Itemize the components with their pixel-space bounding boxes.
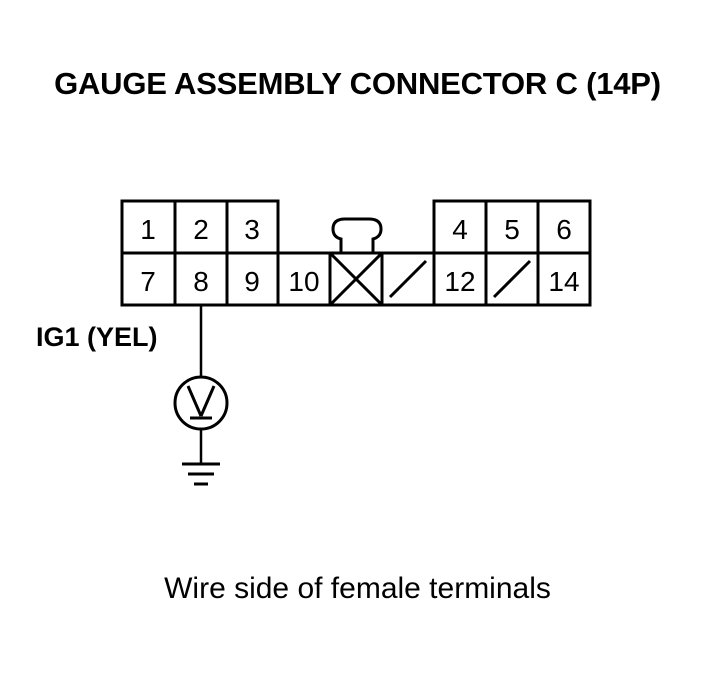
ground-icon	[182, 462, 220, 486]
terminal-14-label: 14	[548, 266, 579, 297]
connector-body	[120, 199, 592, 307]
diagram-title: GAUGE ASSEMBLY CONNECTOR C (14P)	[54, 66, 661, 101]
wire-label: IG1 (YEL)	[36, 322, 158, 352]
terminal-10-label: 10	[288, 266, 319, 297]
terminal-3-label: 3	[244, 214, 260, 245]
terminal-2-label: 2	[193, 214, 209, 245]
terminal-1-label: 1	[140, 214, 156, 245]
terminal-4-label: 4	[452, 214, 468, 245]
terminal-6-label: 6	[556, 214, 572, 245]
diagram-caption: Wire side of female terminals	[164, 572, 551, 605]
unused-cavity-slash-mark	[492, 259, 532, 299]
bottom-row-block	[120, 251, 592, 307]
terminal-7-label: 7	[140, 266, 156, 297]
terminal-9-label: 9	[244, 266, 260, 297]
terminal-12-label: 12	[444, 266, 475, 297]
terminal-5-label: 5	[504, 214, 520, 245]
terminal-numbers: 1 2 3 4 5 6 7 8 9 10 12 14	[140, 214, 579, 297]
unused-cavity-slash-mark	[388, 259, 428, 299]
locking-tab	[331, 217, 383, 253]
voltmeter-icon	[173, 375, 229, 431]
terminal-8-label: 8	[193, 266, 209, 297]
unused-cavity-x-mark	[328, 251, 384, 307]
